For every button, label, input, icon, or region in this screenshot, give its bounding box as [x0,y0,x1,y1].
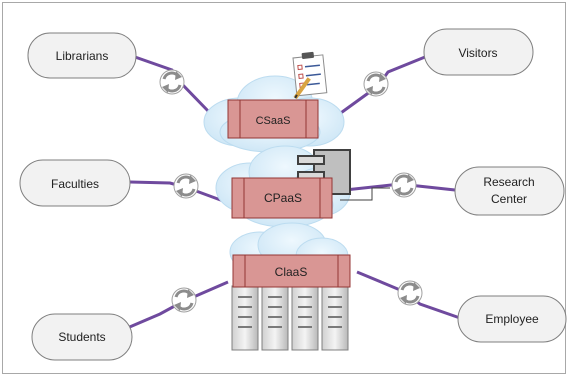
checklist-icon [292,51,328,100]
actor-librarians[interactable]: Librarians [27,32,137,79]
sync-cycle-icon [172,172,200,200]
sync-cycle-icon [170,286,198,314]
service-cpaas[interactable]: CPaaS [231,177,333,219]
sync-cycle-icon [390,171,418,199]
actor-visitors[interactable]: Visitors [423,28,534,76]
actor-faculties[interactable]: Faculties [19,159,131,207]
service-claas[interactable]: ClaaS [232,254,351,288]
sync-cycle-icon [158,68,186,96]
actor-label-research-center-line2: Center [491,192,527,206]
service-label-claas: ClaaS [275,265,308,279]
actor-label-librarians: Librarians [56,49,109,63]
sync-cycle-icon [362,70,390,98]
service-csaas[interactable]: CSaaS [227,99,319,139]
sync-cycle-icon [396,279,424,307]
actor-research-center[interactable]: Research Center [454,166,565,216]
actor-employee[interactable]: Employee [457,295,567,343]
actor-label-students: Students [58,330,105,344]
actor-label-visitors: Visitors [458,46,497,60]
service-label-cpaas: CPaaS [264,191,302,205]
actor-label-employee: Employee [485,312,539,326]
actor-label-faculties: Faculties [51,177,99,191]
connector-students [117,280,229,334]
actor-students[interactable]: Students [31,313,133,361]
service-label-csaas: CSaaS [256,115,291,127]
server-rack-icon [231,285,349,351]
actor-label-research-center-line1: Research [483,175,534,189]
